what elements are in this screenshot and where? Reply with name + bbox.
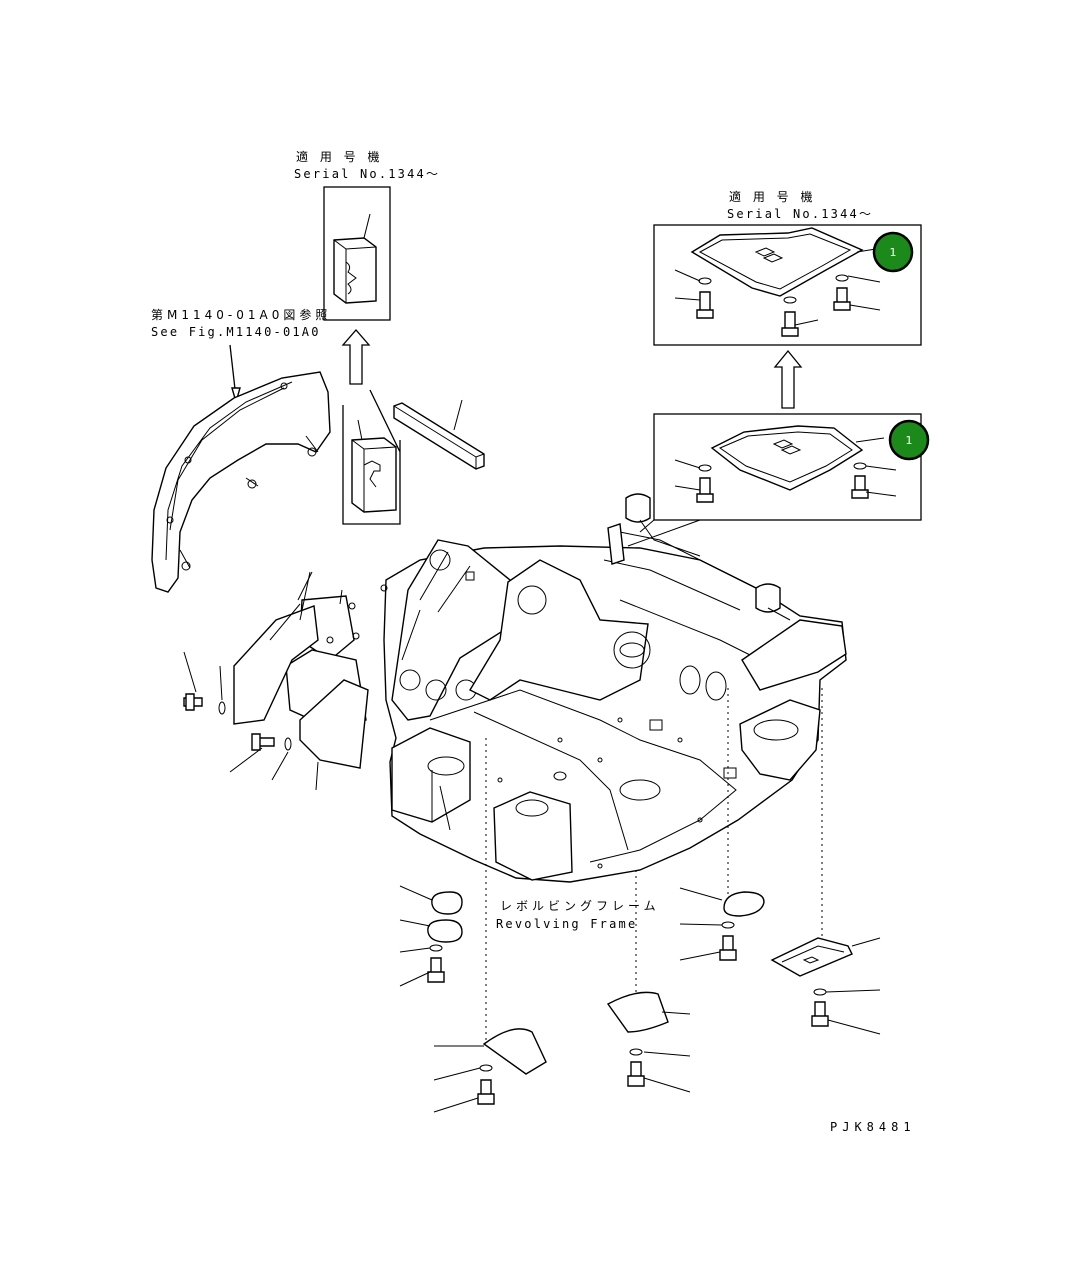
revolving-frame: [233, 493, 847, 883]
bottom-left-cover-set: [399, 885, 463, 987]
bottom-center-cover-set: [606, 991, 691, 1093]
drawing-code: PJK8481: [830, 1120, 916, 1134]
detail-box-cover-old: [653, 413, 922, 521]
svg-text:1: 1: [906, 434, 913, 447]
serial-label-jp-right: 適 用 号 機: [729, 189, 816, 204]
see-fig-label-jp: 第M1140-01A0図参照: [151, 307, 331, 322]
serial-label-en-left: Serial No.1344～: [294, 167, 440, 181]
arrow-up-right: [773, 349, 803, 409]
callout-1-upper[interactable]: 1: [872, 231, 914, 273]
arrow-up-left: [341, 329, 371, 385]
see-fig-label-en: See Fig.M1140-01A0: [151, 325, 321, 339]
svg-text:1: 1: [890, 246, 897, 259]
serial-label-en-right: Serial No.1344～: [727, 207, 873, 221]
detail-box-cover-new: [653, 224, 922, 346]
bottom-right-plate-set: [770, 937, 881, 1035]
serial-label-jp-left: 適 用 号 機: [296, 149, 383, 164]
bottom-right-cover-set: [679, 887, 765, 961]
callout-1-lower[interactable]: 1: [888, 419, 930, 461]
frame-label-en: Revolving Frame: [496, 917, 637, 931]
bottom-left-plate-set: [433, 1028, 547, 1113]
detail-box-block-lower: [342, 389, 401, 525]
left-bolt-set: [183, 571, 343, 791]
fender-panel: [151, 371, 331, 593]
detail-box-block: [323, 186, 391, 321]
frame-label-jp: レボルビングフレーム: [500, 899, 660, 913]
long-bar-part: [393, 399, 485, 470]
